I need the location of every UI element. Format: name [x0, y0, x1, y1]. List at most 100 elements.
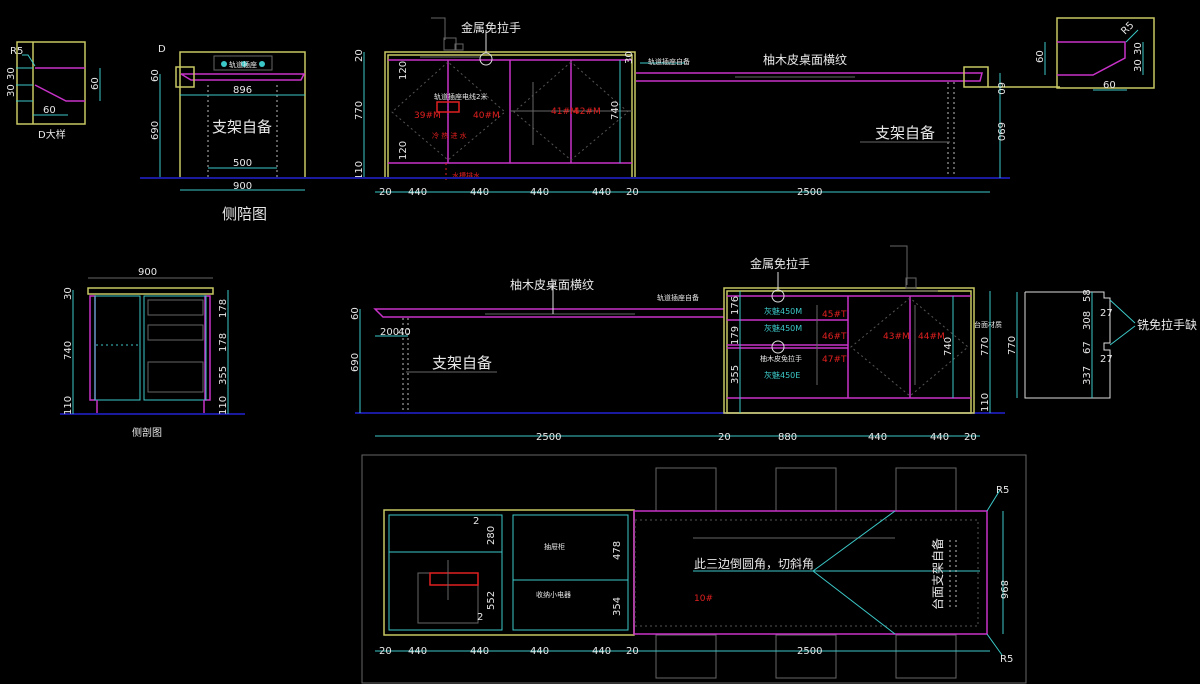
- rear-dim: 20: [718, 432, 731, 443]
- front-dim: 2500: [797, 187, 822, 198]
- panel-detail-label: 铣免拉手缺: [1137, 317, 1197, 332]
- plan-dim: 440: [592, 646, 611, 657]
- rear-dim: 60: [350, 307, 361, 320]
- panel-dim: 27: [1100, 308, 1113, 319]
- front-dim: 60: [995, 82, 1006, 95]
- drain-label: 水槽排水: [452, 171, 480, 180]
- rear-dim: 740: [943, 337, 954, 356]
- plan-dim: 2500: [797, 646, 822, 657]
- desk-code: 10#: [694, 594, 713, 604]
- detail-d: R5 30 30 60 60 D大样: [6, 41, 101, 141]
- plan-dim: 2: [473, 516, 479, 527]
- rear-elevation: 金属免拉手 柚木皮桌面横纹 轨道插座自备 支架自备 台面材质 灰魅450M 灰魅…: [350, 245, 1005, 443]
- water-label: 冷 热 进 水: [432, 131, 467, 140]
- section-dim: 178: [218, 299, 229, 318]
- side-view-title: 侧陪图: [222, 205, 267, 223]
- door-code: 42#M: [574, 107, 601, 117]
- rear-dim: 440: [868, 432, 887, 443]
- door-code: 40#M: [473, 111, 500, 121]
- plan-dim: 20: [379, 646, 392, 657]
- front-dim: 440: [592, 187, 611, 198]
- detail-right-dim: 30: [1133, 42, 1144, 55]
- front-dim: 740: [610, 101, 621, 120]
- rear-dim: 179: [730, 326, 741, 345]
- plan-dim: 20: [626, 646, 639, 657]
- plan-radius: R5: [996, 485, 1009, 496]
- detail-d-dim: 30: [6, 67, 17, 80]
- rear-support-label: 支架自备: [432, 354, 492, 372]
- detail-d-dim: 60: [43, 105, 56, 116]
- side-view-dim: 690: [150, 121, 161, 140]
- side-view-support: 支架自备: [212, 118, 272, 136]
- side-view-dim: 896: [233, 85, 252, 96]
- detail-d-radius: R5: [10, 46, 23, 57]
- plan-dim: 2: [477, 612, 483, 623]
- drawer-label: 灰魅450M: [764, 323, 802, 333]
- rear-dim: 40: [398, 327, 411, 338]
- rear-dim: 690: [350, 353, 361, 372]
- panel-dim: 308: [1082, 311, 1093, 330]
- drawer-label: 灰魅450E: [764, 370, 800, 380]
- rear-dim: 2500: [536, 432, 561, 443]
- detail-right: R5 60 30 30 60: [1035, 17, 1155, 91]
- plan-view: 抽屉柜 收纳小电器 此三边倒圆角，切斜角 10# 台面支架自备 R5 R5 28…: [361, 454, 1027, 684]
- front-dim: 110: [354, 161, 365, 180]
- front-dim: 120: [398, 61, 409, 80]
- side-view-dim: 900: [233, 181, 252, 192]
- side-view-socket: 轨道插座: [229, 60, 257, 69]
- plan-dim: 440: [408, 646, 427, 657]
- drawer-code: 46#T: [822, 332, 847, 342]
- door-code: 44#M: [918, 332, 945, 342]
- front-dim: 20: [379, 187, 392, 198]
- detail-d-dim: 60: [90, 77, 101, 90]
- front-elevation: 金属免拉手 轨道插座电线2米 39#M 40#M 41#M 42#M 冷 热 进…: [140, 17, 1060, 198]
- wood-handle-label: 柚木皮免拉手: [760, 354, 802, 363]
- section-dim: 110: [63, 396, 74, 415]
- side-view-dim: 500: [233, 158, 252, 169]
- section-dim: 900: [138, 267, 157, 278]
- panel-detail: 铣免拉手缺 770 58 308 67 337 27 27: [1007, 289, 1197, 399]
- plan-dim: 478: [612, 541, 623, 560]
- section-dim: 355: [218, 366, 229, 385]
- plan-radius: R5: [1000, 654, 1013, 665]
- front-socket-self: 轨道插座自备: [648, 57, 690, 66]
- desk-note: 此三边倒圆角，切斜角: [694, 557, 814, 571]
- front-dim: 20: [354, 49, 365, 62]
- door-code: 39#M: [414, 111, 441, 121]
- side-view-dim: 60: [150, 69, 161, 82]
- rear-countertop-label: 台面材质: [974, 320, 1002, 329]
- detail-d-dim: 30: [6, 84, 17, 97]
- detail-right-dim: 60: [1103, 80, 1116, 91]
- panel-dim: 337: [1082, 366, 1093, 385]
- section-dim: 178: [218, 333, 229, 352]
- door-code: 43#M: [883, 332, 910, 342]
- section-dim: 110: [218, 396, 229, 415]
- rear-dim: 355: [730, 365, 741, 384]
- detail-d-title: D大样: [38, 128, 66, 141]
- section-dim: 740: [63, 341, 74, 360]
- side-view-marker: D: [158, 44, 166, 55]
- section-dim: 30: [63, 287, 74, 300]
- rear-dim: 880: [778, 432, 797, 443]
- rear-dim: 110: [980, 393, 991, 412]
- panel-dim: 770: [1007, 336, 1018, 355]
- rear-dim: 440: [930, 432, 949, 443]
- cabinet-label: 收纳小电器: [536, 590, 571, 599]
- section-title: 侧剖图: [132, 426, 162, 439]
- drawer-code: 45#T: [822, 310, 847, 320]
- section-view: 900 30 740 110 178 178 355 110 侧剖图: [60, 267, 245, 439]
- front-socket-cable: 轨道插座电线2米: [434, 92, 487, 101]
- drawer-code: 47#T: [822, 355, 847, 365]
- front-dim: 440: [470, 187, 489, 198]
- plan-dim: 896: [998, 580, 1009, 599]
- plan-dim: 552: [486, 591, 497, 610]
- front-dim: 120: [398, 141, 409, 160]
- rear-dim: 20: [964, 432, 977, 443]
- plan-support-label: 台面支架自备: [930, 538, 945, 610]
- door-code: 41#M: [551, 107, 578, 117]
- panel-dim: 58: [1082, 289, 1093, 302]
- rear-desk-label: 柚木皮桌面横纹: [510, 277, 594, 292]
- front-dim: 690: [995, 122, 1006, 141]
- front-handle-label: 金属免拉手: [461, 20, 521, 35]
